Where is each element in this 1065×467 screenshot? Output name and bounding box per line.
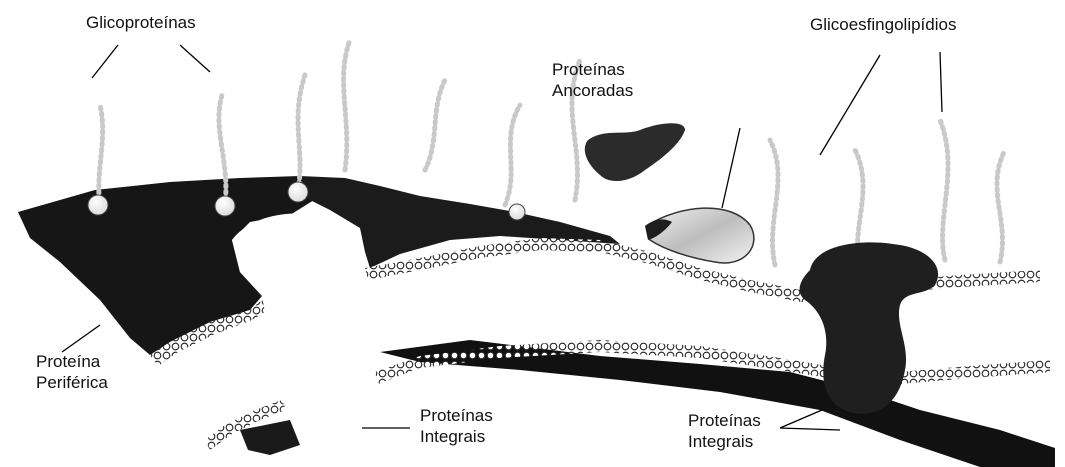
leader-periferica <box>62 325 100 352</box>
leader-ancoradas <box>722 128 740 208</box>
leader-glicoproteinas-right <box>180 45 210 72</box>
leader-glicoesfingolipidios-left <box>820 55 880 155</box>
leader-integrais-right-a <box>780 410 822 428</box>
label-proteinas-integrais-center-line2: Integrais <box>420 426 485 447</box>
label-proteinas-integrais-right-line2: Integrais <box>688 431 753 452</box>
leader-integrais-right-b <box>780 428 840 430</box>
label-proteinas-ancoradas-line2: Ancoradas <box>552 80 633 101</box>
label-proteina-periferica-line1: Proteína <box>36 351 100 372</box>
label-proteinas-integrais-right-line1: Proteínas <box>688 410 761 431</box>
label-proteinas-ancoradas-line1: Proteínas <box>552 59 625 80</box>
label-proteinas-integrais-center-line1: Proteínas <box>420 405 493 426</box>
label-glicoproteinas: Glicoproteínas <box>86 12 196 33</box>
anchored-protein-translucent <box>648 208 754 263</box>
label-proteina-periferica-line2: Periférica <box>36 372 108 393</box>
anchored-protein <box>585 123 685 181</box>
leader-glicoproteinas-left <box>92 45 118 78</box>
leader-glicoesfingolipidios-right <box>940 52 942 112</box>
label-glicoesfingolipidios: Glicoesfingolipídios <box>810 14 956 35</box>
